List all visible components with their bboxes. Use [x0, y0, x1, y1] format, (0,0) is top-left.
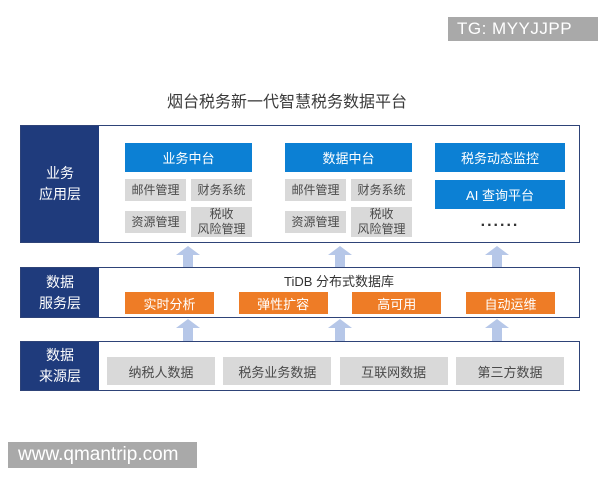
module-mail-management: 邮件管理	[285, 179, 346, 201]
tidb-feature-row: 实时分析 弹性扩容 高可用 自动运维	[125, 292, 555, 314]
up-arrow-icon	[328, 319, 352, 341]
source-third-party-data: 第三方数据	[455, 357, 564, 385]
source-taxpayer-data: 纳税人数据	[107, 357, 215, 385]
box-tax-dynamic-monitoring: 税务动态监控	[435, 143, 565, 172]
module-tax-risk-management: 税收 风险管理	[351, 207, 412, 237]
feature-high-availability: 高可用	[352, 292, 442, 314]
source-row: 纳税人数据 税务业务数据 互联网数据 第三方数据	[107, 357, 564, 385]
watermark-bottom: www.qmantrip.com	[8, 442, 197, 468]
layer-label-data-source: 数据 来源层	[21, 342, 99, 390]
layer-content-data-service: TiDB 分布式数据库 实时分析 弹性扩容 高可用 自动运维	[99, 268, 579, 317]
group-header-data-middle-platform: 数据中台	[285, 143, 412, 172]
module-grid: 邮件管理 财务系统 资源管理 税收 风险管理	[125, 179, 252, 237]
tidb-database-title: TiDB 分布式数据库	[283, 274, 395, 289]
feature-auto-ops: 自动运维	[465, 292, 555, 314]
column-monitor-ai: 税务动态监控 AI 查询平台 ......	[435, 143, 565, 231]
watermark-top: TG: MYYJJPP	[448, 17, 598, 41]
module-tax-risk-management: 税收 风险管理	[191, 207, 252, 237]
page-title: 烟台税务新一代智慧税务数据平台	[166, 94, 407, 111]
ellipsis-more: ......	[480, 213, 520, 230]
group-header-business-middle-platform: 业务中台	[125, 143, 252, 172]
up-arrow-icon	[485, 319, 509, 341]
up-arrow-icon	[176, 319, 200, 341]
box-ai-query-platform: AI 查询平台	[435, 180, 565, 209]
up-arrow-icon	[485, 246, 509, 268]
module-mail-management: 邮件管理	[125, 179, 186, 201]
layer-label-business-application: 业务 应用层	[21, 126, 99, 242]
feature-elastic-scaling: 弹性扩容	[238, 292, 328, 314]
module-resource-management: 资源管理	[125, 211, 186, 233]
feature-realtime-analysis: 实时分析	[125, 292, 214, 314]
up-arrow-icon	[328, 246, 352, 268]
up-arrow-icon	[176, 246, 200, 268]
module-finance-system: 财务系统	[351, 179, 412, 201]
layer-label-data-service: 数据 服务层	[21, 268, 99, 317]
source-internet-data: 互联网数据	[339, 357, 448, 385]
module-finance-system: 财务系统	[191, 179, 252, 201]
group-data-middle-platform: 数据中台 邮件管理 财务系统 资源管理 税收 风险管理	[285, 143, 412, 237]
group-business-middle-platform: 业务中台 邮件管理 财务系统 资源管理 税收 风险管理	[125, 143, 252, 237]
layer-business-application: 业务 应用层 业务中台 邮件管理 财务系统 资源管理 税收 风险管理 数据中台 …	[20, 125, 580, 243]
layer-content-business-application: 业务中台 邮件管理 财务系统 资源管理 税收 风险管理 数据中台 邮件管理 财务…	[99, 126, 579, 242]
module-grid: 邮件管理 财务系统 资源管理 税收 风险管理	[285, 179, 412, 237]
layer-content-data-source: 纳税人数据 税务业务数据 互联网数据 第三方数据	[99, 342, 579, 390]
layer-data-source: 数据 来源层 纳税人数据 税务业务数据 互联网数据 第三方数据	[20, 341, 580, 391]
module-resource-management: 资源管理	[285, 211, 346, 233]
layer-data-service: 数据 服务层 TiDB 分布式数据库 实时分析 弹性扩容 高可用 自动运维	[20, 267, 580, 318]
source-tax-business-data: 税务业务数据	[223, 357, 332, 385]
